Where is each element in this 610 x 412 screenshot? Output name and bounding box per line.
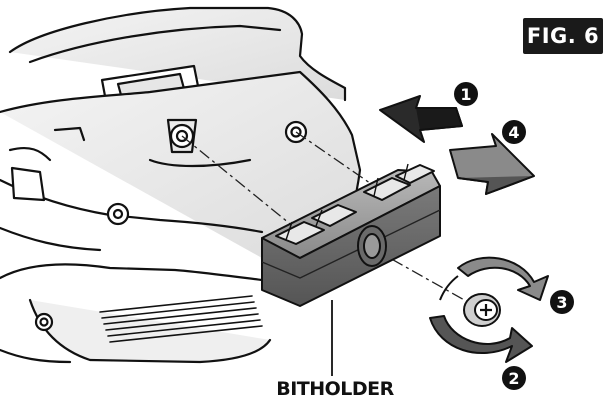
bitholder-label: BITHOLDER xyxy=(276,378,394,400)
step-number-4: 4 xyxy=(502,120,526,144)
step-number-1: 1 xyxy=(454,82,478,106)
step-number-3: 3 xyxy=(550,290,574,314)
remove-arrow-icon xyxy=(449,133,535,195)
alignment-lines xyxy=(181,131,476,307)
bit-holder xyxy=(261,163,441,307)
svg-text:1: 1 xyxy=(460,85,471,104)
insert-arrow-icon xyxy=(379,95,463,143)
tool-body xyxy=(0,6,362,364)
screw xyxy=(463,293,501,327)
svg-text:4: 4 xyxy=(508,123,519,142)
figure-label: FIG. 6 xyxy=(523,18,603,54)
svg-text:2: 2 xyxy=(508,369,519,388)
svg-text:3: 3 xyxy=(556,293,567,312)
rotation-arrow-icon xyxy=(429,256,549,363)
step-number-2: 2 xyxy=(502,366,526,390)
